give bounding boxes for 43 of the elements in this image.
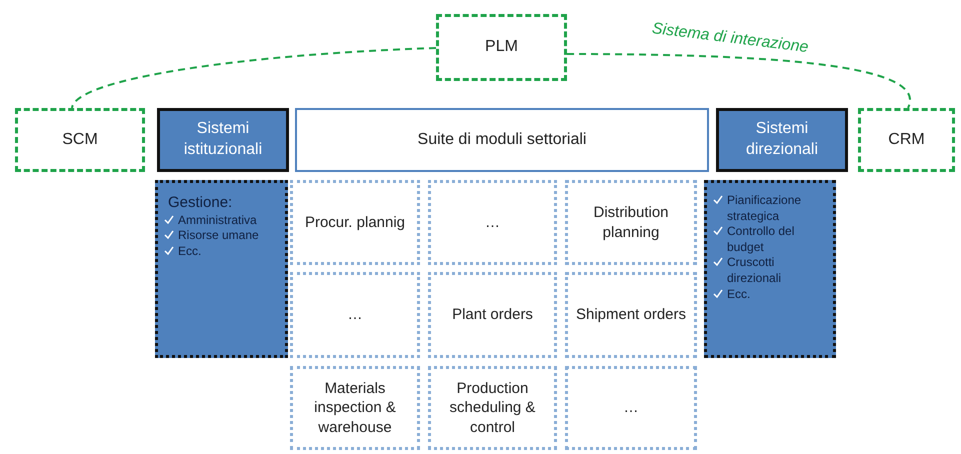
node-label: PLM bbox=[485, 37, 518, 58]
module-box bbox=[565, 366, 697, 450]
module-box bbox=[290, 272, 420, 358]
module-box bbox=[428, 272, 557, 358]
list-heading: Gestione: bbox=[168, 193, 232, 212]
node-label: Sistemi direzionali bbox=[744, 119, 820, 160]
list-panel bbox=[704, 180, 836, 358]
list-item: Ecc. bbox=[727, 286, 750, 302]
edge-label: Sistema di interazione bbox=[650, 20, 810, 58]
node-label: Plant orders bbox=[452, 305, 533, 325]
node-label: Procur. plannig bbox=[304, 212, 406, 232]
node-label: … bbox=[485, 212, 500, 232]
module-box bbox=[290, 366, 420, 450]
list-item: Ecc. bbox=[178, 244, 202, 260]
node-label: Suite di moduli settoriali bbox=[418, 130, 586, 150]
module-box bbox=[290, 180, 420, 265]
list-item: Amministrativa bbox=[178, 212, 257, 228]
node-label: Distribution planning bbox=[592, 203, 670, 242]
list-panel bbox=[155, 180, 288, 358]
node-label: … bbox=[624, 398, 638, 418]
module-box bbox=[428, 180, 557, 265]
list-item: Cruscotti direzionali bbox=[727, 255, 782, 287]
connector-line bbox=[567, 53, 911, 108]
node-label: Materials inspection & warehouse bbox=[313, 378, 397, 438]
connector-line bbox=[71, 47, 436, 108]
header-box bbox=[295, 108, 709, 172]
node-label: Shipment orders bbox=[576, 305, 686, 325]
system-box bbox=[858, 108, 955, 172]
module-box bbox=[565, 272, 697, 358]
node-label: Sistemi istituzionali bbox=[182, 119, 264, 160]
module-box bbox=[565, 180, 697, 265]
header-box bbox=[716, 108, 848, 172]
system-box bbox=[436, 14, 567, 81]
node-label: … bbox=[348, 305, 362, 325]
list-item: Pianificazione strategica bbox=[727, 193, 802, 224]
node-label: SCM bbox=[62, 130, 98, 150]
system-box bbox=[15, 108, 145, 172]
list-item: Risorse umane bbox=[178, 228, 259, 244]
module-box bbox=[428, 366, 557, 450]
header-box bbox=[157, 108, 289, 172]
node-label: Production scheduling & control bbox=[448, 378, 536, 438]
node-label: CRM bbox=[888, 130, 925, 150]
list-item: Controllo del budget bbox=[727, 224, 796, 256]
